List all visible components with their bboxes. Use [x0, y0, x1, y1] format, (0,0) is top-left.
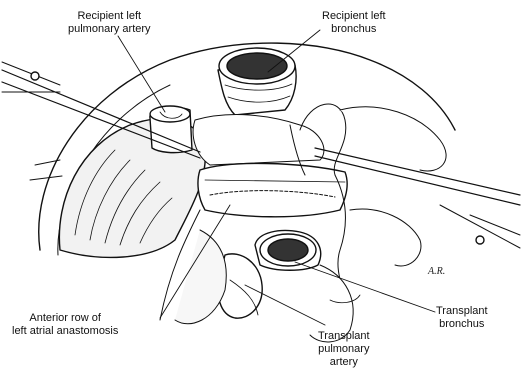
label-transplant-bronchus: Transplant bronchus	[436, 305, 488, 331]
leader-recipient-artery	[118, 36, 165, 112]
label-transplant-pulmonary-artery: Transplant pulmonary artery	[318, 330, 370, 369]
atrial-anastomosis	[198, 163, 347, 216]
label-recipient-pulmonary-artery: Recipient left pulmonary artery	[68, 10, 151, 36]
artist-signature: A.R.	[428, 266, 445, 277]
label-recipient-bronchus: Recipient left bronchus	[322, 10, 386, 36]
label-anterior-row: Anterior row of left atrial anastomosis	[12, 312, 118, 338]
